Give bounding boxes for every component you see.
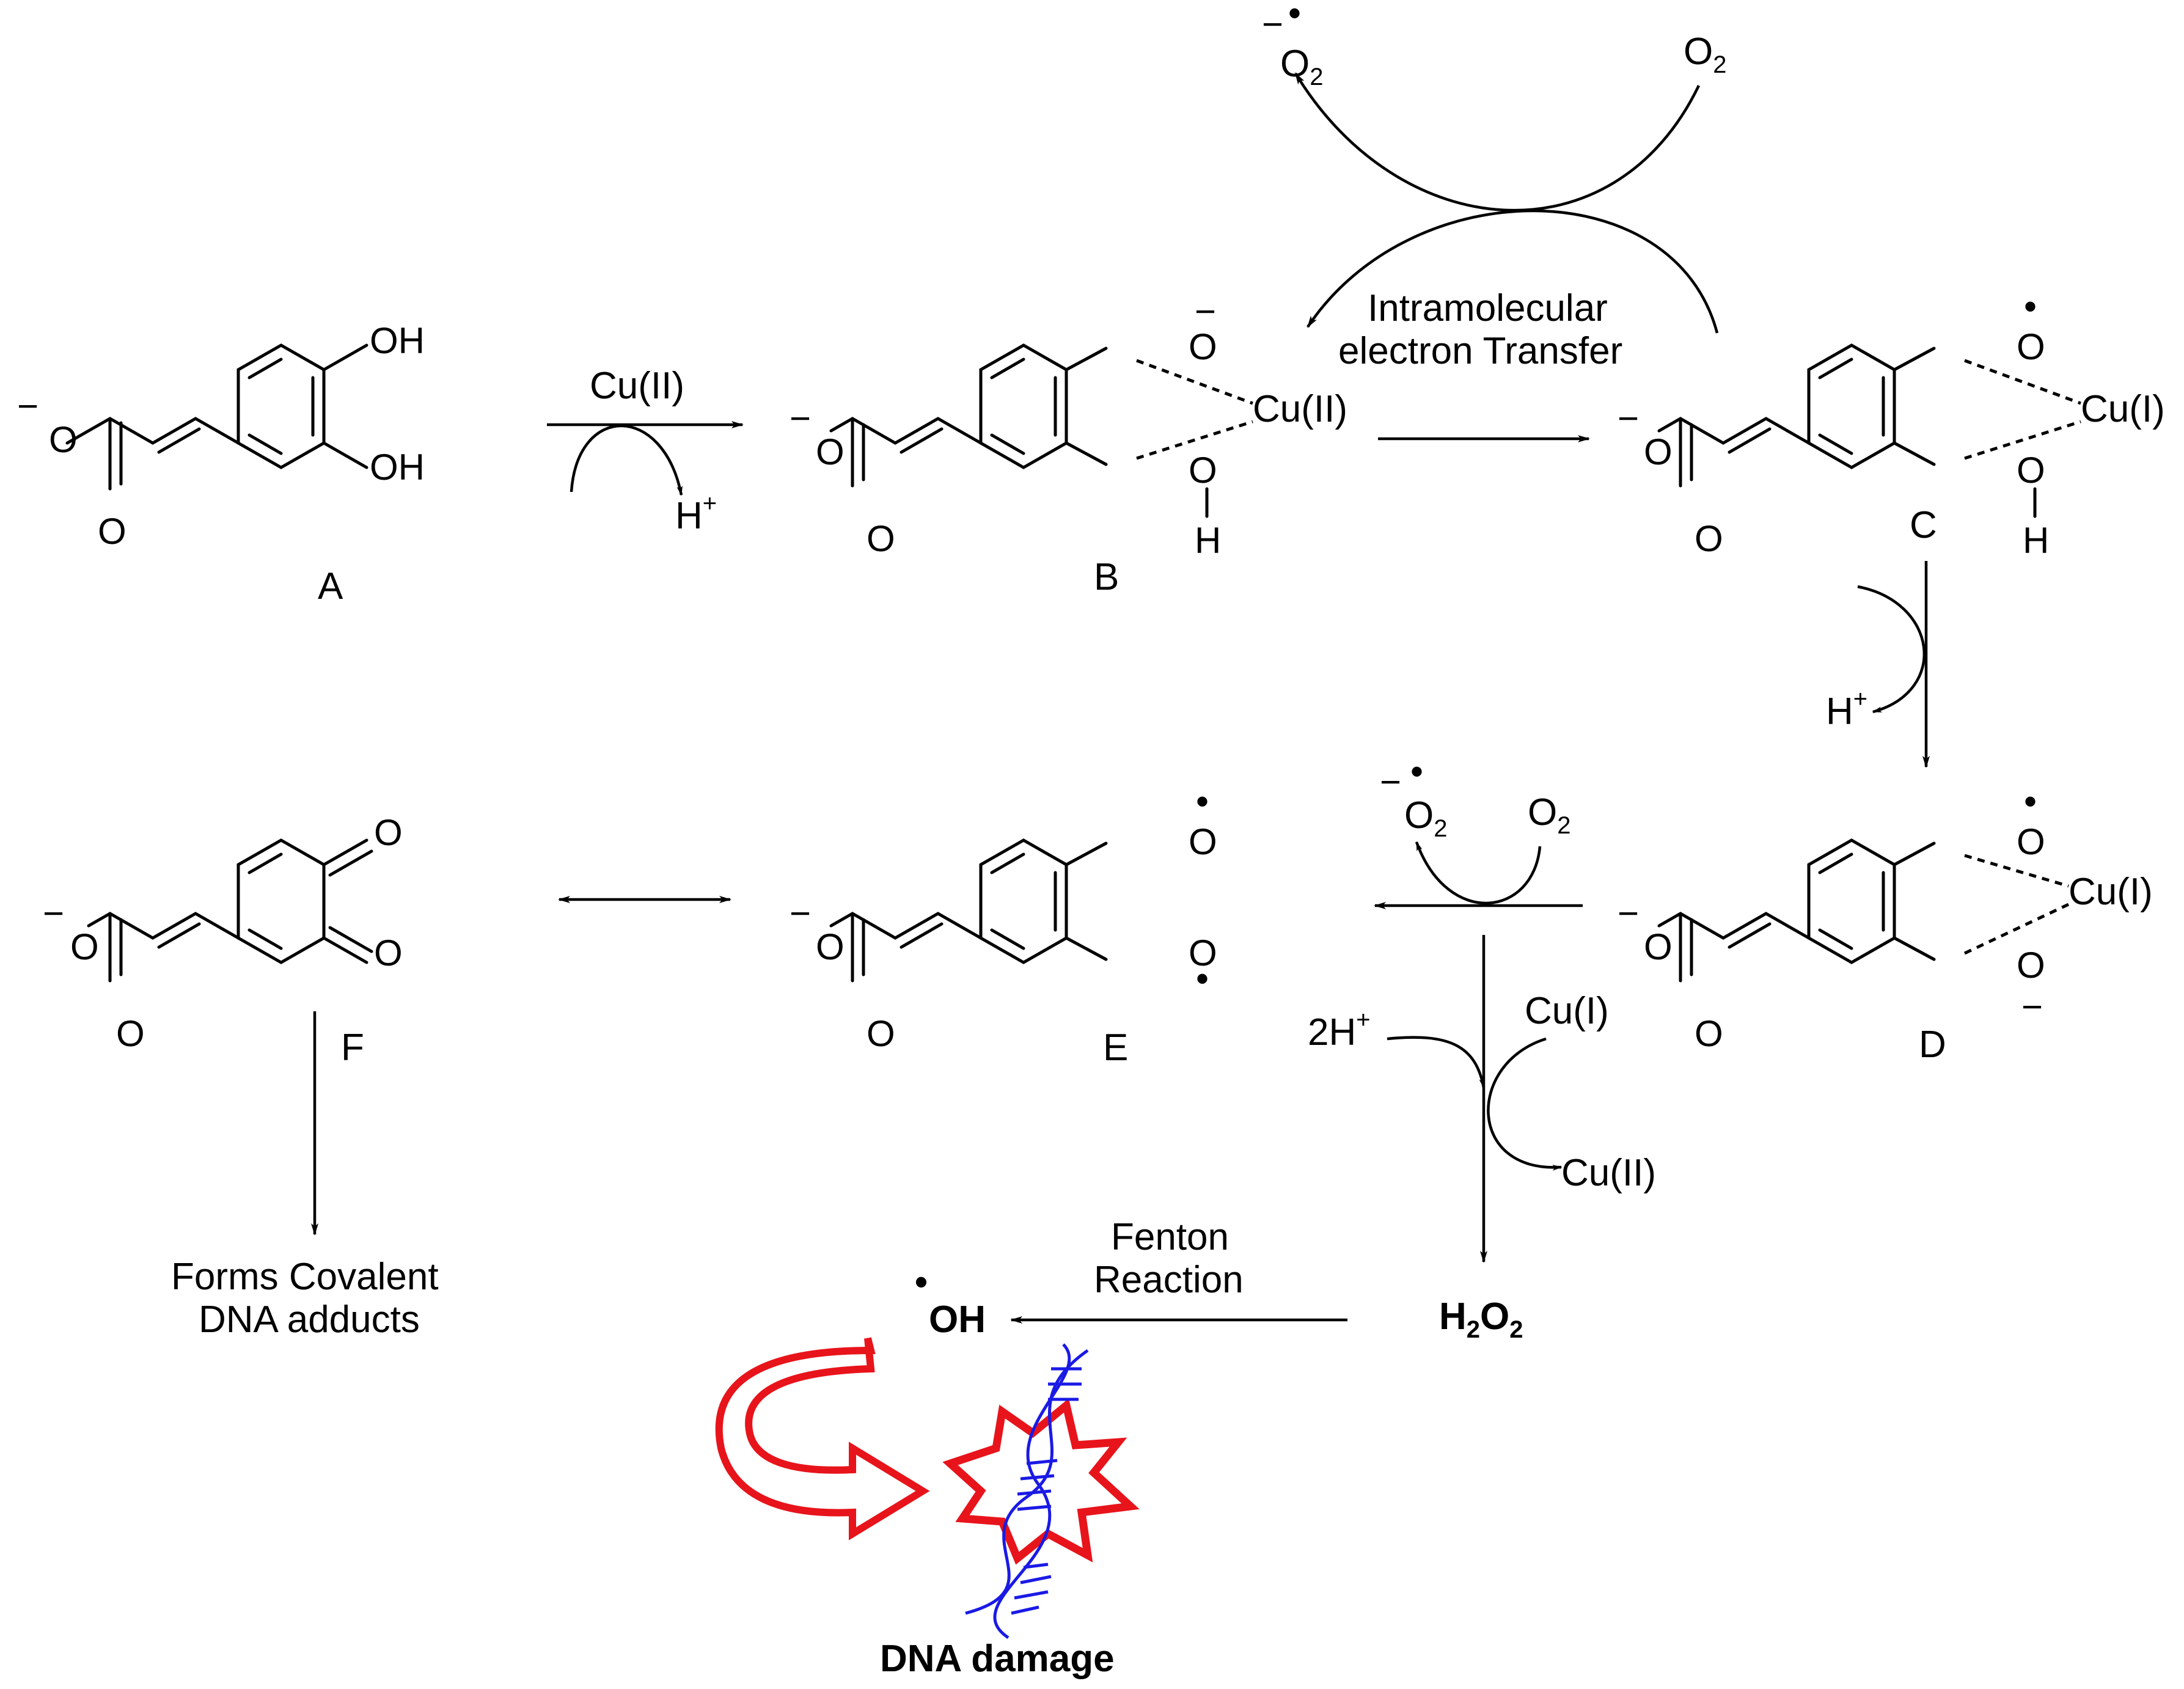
arrow-d-to-e: O2 O2 − •	[1374, 751, 1583, 909]
compound-d: O − O O • O − Cu(I) D	[1618, 781, 2153, 1066]
oxygen-molecule: O2	[1528, 791, 1570, 839]
radical-dot: •	[915, 1261, 928, 1302]
arrow-to-hydrogen-peroxide: 2H+ Cu(I) Cu(II)	[1308, 935, 1656, 1263]
compound-e: O − O O • O • E	[790, 781, 1217, 1069]
electron-transfer-label: electron Transfer	[1338, 330, 1622, 372]
compound-label-c: C	[1910, 504, 1937, 546]
reagent-copper-i: Cu(I)	[1525, 990, 1609, 1032]
oxygen-atom: O	[816, 431, 845, 472]
fenton-reaction-arrow: Fenton Reaction	[1010, 1216, 1347, 1324]
radical-dot: •	[2024, 781, 2037, 822]
superoxide-radical: O2	[1280, 43, 1323, 90]
compound-label-d: D	[1919, 1024, 1946, 1066]
compound-label-e: E	[1103, 1027, 1128, 1069]
compound-b: O − O O − O H Cu(II) B	[790, 291, 1347, 598]
hydrogen-peroxide: H2O2	[1439, 1295, 1523, 1343]
proton-label: H+	[1826, 686, 1867, 733]
oxygen-molecule: O2	[1684, 31, 1726, 78]
compound-label-a: A	[318, 565, 343, 607]
compound-label-f: F	[341, 1027, 364, 1069]
oxygen-atom: O	[1189, 932, 1217, 973]
negative-charge: −	[1380, 761, 1401, 802]
damage-burst-icon	[942, 1398, 1140, 1565]
intramolecular-label: Intramolecular	[1368, 287, 1608, 329]
copper-center: Cu(I)	[2069, 871, 2153, 913]
dna-adducts-line1: Forms Covalent	[171, 1256, 439, 1298]
negative-charge: −	[17, 386, 38, 427]
two-protons-label: 2H+	[1308, 1006, 1371, 1053]
reaction-label: Reaction	[1094, 1259, 1244, 1301]
radical-dot: •	[1410, 751, 1423, 792]
oxygen-atom: O	[2017, 945, 2045, 986]
radical-dot: •	[1196, 781, 1209, 822]
radical-dot: •	[1196, 958, 1209, 999]
oxygen-atom: O	[867, 518, 895, 559]
hydrogen-atom: H	[1195, 520, 1221, 561]
negative-charge: −	[1618, 398, 1639, 439]
oxygen-atom: O	[2017, 821, 2045, 862]
dna-damage-label: DNA damage	[880, 1638, 1115, 1680]
oxygen-atom: O	[867, 1013, 895, 1054]
radical-dot: •	[2024, 286, 2037, 327]
oxygen-atom: O	[70, 926, 99, 967]
arrow-a-to-b: Cu(II) H+	[547, 365, 744, 537]
negative-charge: −	[790, 893, 811, 934]
hydrogen-atom: H	[2023, 520, 2049, 561]
arrow-c-to-d: H+	[1826, 561, 1930, 768]
radical-dot: •	[1288, 0, 1301, 34]
copper-center: Cu(II)	[1253, 388, 1347, 430]
compound-a: O − O OH OH A	[17, 320, 425, 607]
dna-helix-icon	[965, 1343, 1089, 1640]
oxygen-atom: O	[1695, 1013, 1723, 1054]
oxygen-atom: O	[1189, 326, 1217, 367]
negative-charge: −	[1195, 291, 1216, 332]
compound-label-b: B	[1094, 556, 1119, 598]
negative-charge: −	[1618, 893, 1639, 934]
negative-charge: −	[43, 893, 64, 934]
oxygen-atom: O	[2017, 326, 2045, 367]
hydroxyl-group: OH	[370, 447, 425, 488]
compound-f: O − O O O F	[43, 812, 403, 1069]
oxygen-atom: O	[116, 1013, 145, 1054]
negative-charge: −	[1262, 4, 1283, 45]
negative-charge: −	[2021, 986, 2043, 1027]
oxygen-atom: O	[816, 926, 845, 967]
oxygen-atom: O	[374, 812, 403, 853]
superoxide-radical: O2	[1404, 794, 1447, 842]
copper-center: Cu(I)	[2081, 388, 2165, 430]
negative-charge: −	[790, 398, 811, 439]
reagent-copper-ii: Cu(II)	[590, 365, 684, 407]
oxygen-atom: O	[98, 511, 126, 552]
attack-arrow	[715, 1337, 930, 1541]
compound-c: O − O O • O H Cu(I) C	[1618, 286, 2165, 561]
proton-label: H+	[675, 490, 717, 537]
product-copper-ii: Cu(II)	[1561, 1152, 1656, 1194]
oxygen-atom: O	[1189, 450, 1217, 491]
hydroxyl-radical: OH	[929, 1299, 986, 1341]
dna-adducts-line2: DNA adducts	[199, 1299, 420, 1341]
oxygen-atom: O	[1644, 926, 1673, 967]
oxygen-atom: O	[1189, 821, 1217, 862]
oxygen-atom: O	[1695, 518, 1723, 559]
oxygen-atom: O	[49, 419, 78, 460]
fenton-label: Fenton	[1111, 1216, 1229, 1258]
hydroxyl-group: OH	[370, 320, 425, 361]
oxygen-atom: O	[1644, 431, 1673, 472]
oxygen-atom: O	[374, 932, 403, 973]
oxygen-atom: O	[2017, 450, 2045, 491]
oxygen-cycle: O2 O2 − • Intramolecular electron Transf…	[1262, 0, 1726, 372]
